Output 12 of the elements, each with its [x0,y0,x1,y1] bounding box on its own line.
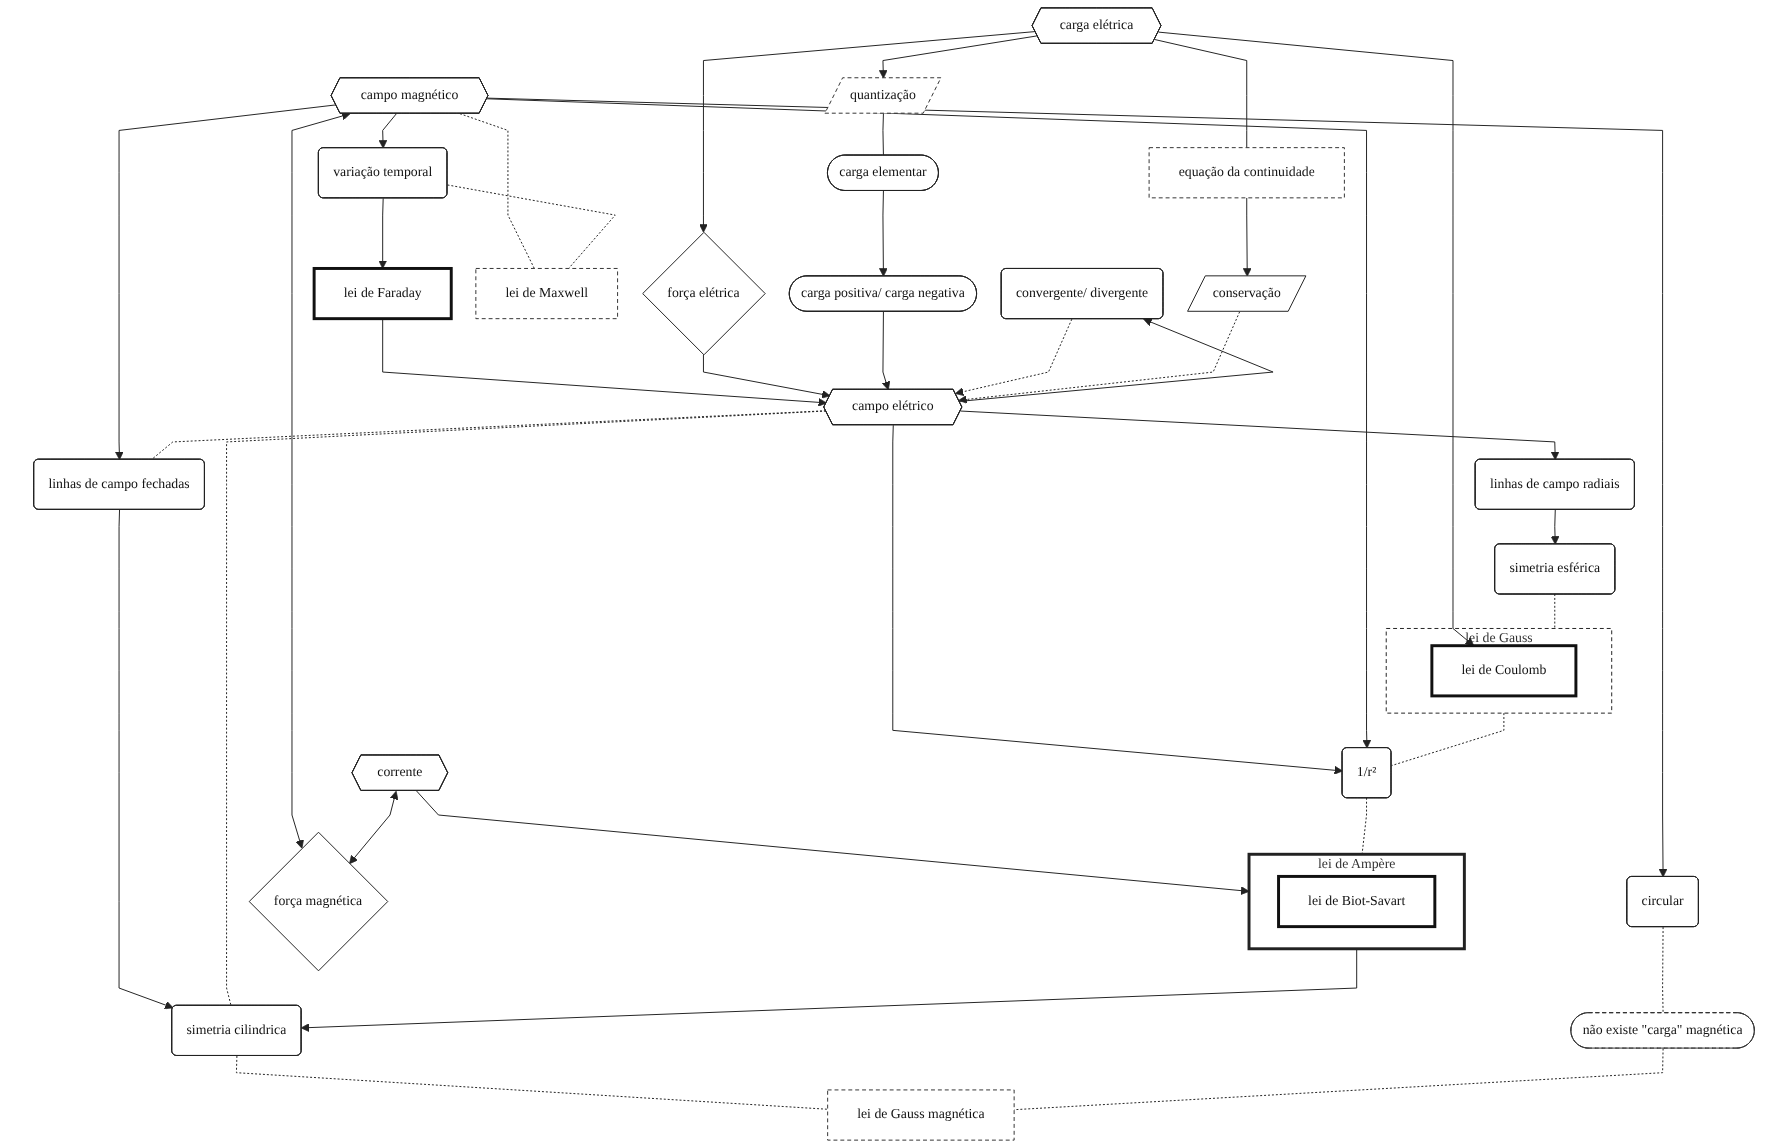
connector [226,410,827,1007]
connector [150,410,827,461]
connector [1662,926,1664,1014]
connector [1554,593,1556,629]
connector [1154,39,1248,149]
connector [1361,797,1368,855]
connector [1013,1048,1664,1111]
connector [447,184,616,269]
connector [882,113,884,156]
connector [1391,712,1505,767]
connector [235,1055,829,1110]
connector [459,113,535,269]
